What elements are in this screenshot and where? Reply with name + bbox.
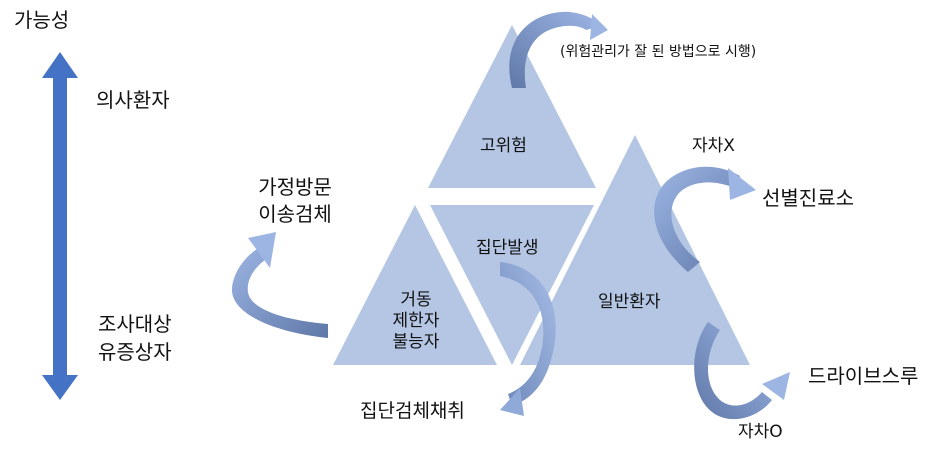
screening-clinic-label: 선별진료소 — [762, 186, 854, 210]
no-car-label: 자차X — [692, 136, 735, 156]
arrow-to-group-sampling — [500, 262, 556, 416]
symptomatic-label: 유증상자 — [98, 340, 172, 364]
mobility-limited-label: 거동 제한자 불능자 — [380, 290, 452, 353]
triangle-general-patient — [520, 135, 750, 365]
arrow-to-home-visit — [231, 232, 328, 338]
cluster-label: 집단발생 — [476, 238, 539, 258]
triangle-high-risk — [428, 25, 596, 188]
drive-thru-label: 드라이브스루 — [808, 364, 919, 388]
mobility-label-line-2: 제한자 — [392, 311, 440, 331]
triangle-cluster — [430, 205, 594, 365]
top-note-text: (위험관리가 잘 된 방법으로 시행) — [560, 44, 757, 60]
suspected-patient-label: 의사환자 — [96, 88, 170, 112]
probability-axis-arrow — [42, 52, 78, 400]
mobility-label-line-1: 거동 — [400, 290, 432, 310]
home-visit-line-2: 이송검체 — [258, 202, 332, 226]
mobility-label-line-3: 불능자 — [392, 332, 440, 352]
group-sampling-label: 집단검체채취 — [360, 400, 465, 422]
home-visit-label: 가정방문 이송검체 — [240, 174, 350, 228]
general-patient-label: 일반환자 — [598, 292, 661, 312]
home-visit-line-1: 가정방문 — [258, 175, 332, 199]
high-risk-label: 고위험 — [480, 136, 527, 156]
has-car-label: 자차O — [738, 422, 783, 442]
arrow-top-to-note — [509, 11, 608, 88]
probability-label: 가능성 — [14, 8, 70, 32]
triangle-mobility-limited — [333, 205, 497, 365]
arrow-to-screening-clinic — [654, 166, 756, 272]
arrow-to-drive-thru — [694, 322, 790, 420]
investigation-target-label: 조사대상 — [98, 312, 172, 336]
